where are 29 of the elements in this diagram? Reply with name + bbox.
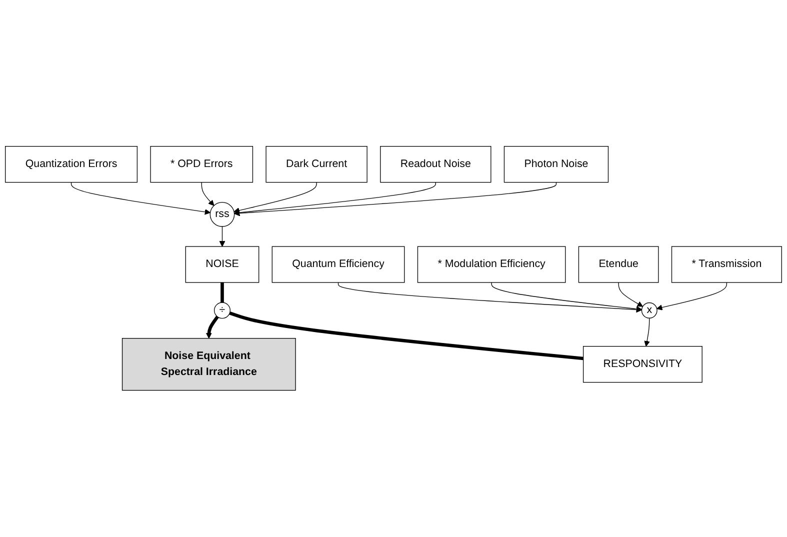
arrow bbox=[234, 182, 436, 216]
node-box: RESPONSIVITY bbox=[582, 346, 702, 383]
connector bbox=[229, 312, 584, 360]
arrow bbox=[618, 282, 643, 307]
node-box: Dark Current bbox=[266, 146, 368, 183]
node-box: Etendue bbox=[578, 246, 659, 283]
arrow bbox=[491, 282, 642, 312]
arrow bbox=[206, 316, 219, 339]
node-box: Quantization Errors bbox=[5, 146, 138, 183]
arrow bbox=[234, 182, 557, 216]
arrow bbox=[201, 182, 214, 206]
node-box: Readout Noise bbox=[380, 146, 492, 183]
node-box: Noise Equivalent Spectral Irradiance bbox=[122, 338, 296, 391]
node-box: * OPD Errors bbox=[150, 146, 254, 183]
node-circle: ÷ bbox=[214, 302, 230, 319]
arrow bbox=[70, 182, 211, 215]
node-box: * Transmission bbox=[671, 246, 782, 283]
node-box: Quantum Efficiency bbox=[272, 246, 405, 283]
node-circle: x bbox=[641, 302, 658, 319]
arrow bbox=[234, 182, 317, 214]
arrow bbox=[338, 282, 642, 313]
node-circle: rss bbox=[210, 202, 235, 228]
connector bbox=[220, 282, 224, 303]
node-box: * Modulation Efficiency bbox=[417, 246, 566, 283]
node-box: NOISE bbox=[185, 246, 260, 283]
arrow bbox=[644, 318, 650, 347]
arrow bbox=[656, 282, 728, 311]
arrow bbox=[219, 226, 226, 247]
node-box: Photon Noise bbox=[504, 146, 609, 183]
